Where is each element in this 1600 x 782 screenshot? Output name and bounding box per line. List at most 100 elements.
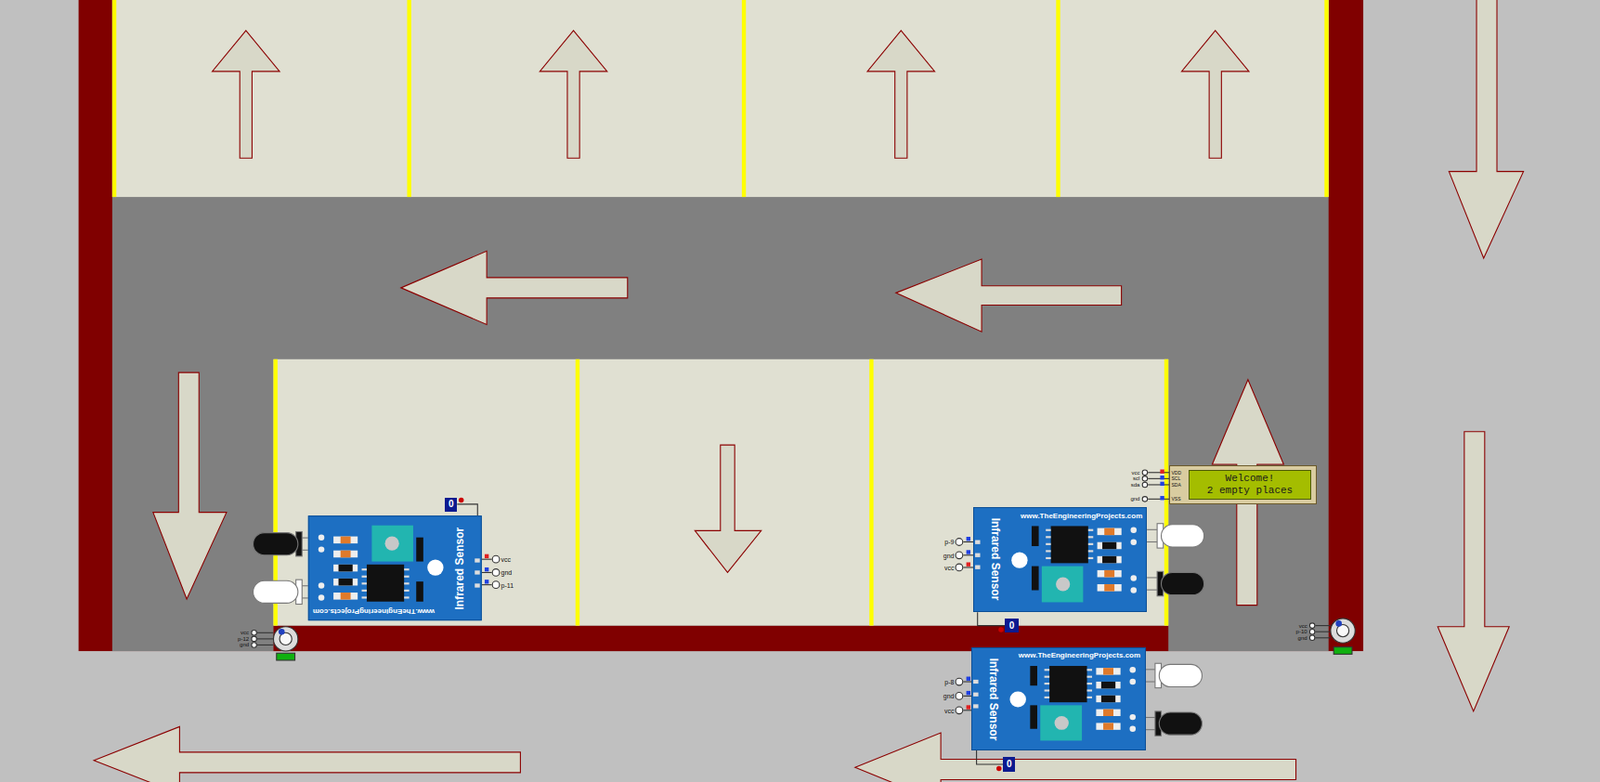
bay-line bbox=[1324, 0, 1328, 197]
pin-state bbox=[484, 567, 489, 572]
sensor-title: Infrared Sensor bbox=[989, 518, 1002, 601]
logic-probe-dot bbox=[996, 766, 1002, 771]
servo-motor bbox=[276, 652, 296, 661]
pin-label: gnd bbox=[943, 551, 955, 559]
ir-sensor-board: Infrared Sensor www.TheEngineeringProject… bbox=[308, 515, 482, 621]
pin-state bbox=[966, 536, 971, 541]
ir-sensor-board: Infrared Sensor www.TheEngineeringProject… bbox=[971, 647, 1146, 751]
direction-arrow bbox=[896, 259, 1122, 332]
pin-wire bbox=[1147, 471, 1170, 473]
pin-state bbox=[966, 561, 971, 566]
pin-wire bbox=[257, 637, 274, 639]
parking-ground bbox=[78, 0, 1364, 651]
direction-arrow bbox=[93, 726, 521, 782]
pin-state bbox=[1159, 495, 1164, 500]
bay-line bbox=[112, 0, 117, 197]
pin-state bbox=[966, 549, 971, 554]
pin-label: VDD bbox=[1170, 469, 1182, 475]
led bbox=[1158, 712, 1202, 735]
pin-label: gnd bbox=[1130, 495, 1140, 502]
pin-wire bbox=[1147, 483, 1170, 485]
pin-state bbox=[966, 690, 971, 695]
sensor-website: www.TheEngineeringProjects.com bbox=[312, 607, 435, 615]
servo-motor bbox=[273, 618, 1355, 661]
sensor-website: www.TheEngineeringProjects.com bbox=[1020, 512, 1143, 521]
pin-wire bbox=[251, 630, 257, 636]
pin-wire bbox=[492, 581, 500, 589]
pin-wire bbox=[251, 636, 257, 641]
pin-label: SDA bbox=[1170, 481, 1181, 487]
pin-label: vcc bbox=[1131, 469, 1140, 476]
led bbox=[1160, 524, 1204, 547]
pin-wire bbox=[481, 572, 493, 573]
sensor-website: www.TheEngineeringProjects.com bbox=[1018, 651, 1141, 660]
pin-state bbox=[484, 554, 489, 559]
pin-state bbox=[966, 704, 971, 709]
logic-probe-wire bbox=[456, 504, 1005, 765]
pin-label: VSS bbox=[1170, 496, 1181, 502]
bay-line bbox=[575, 359, 580, 626]
bay-line bbox=[741, 0, 746, 197]
parking-ground bbox=[78, 0, 1364, 651]
pin-label: scl bbox=[1132, 475, 1140, 482]
led bbox=[253, 580, 299, 603]
pin-wire bbox=[1309, 635, 1314, 640]
parking-illustration bbox=[78, 0, 1524, 782]
led bbox=[1160, 572, 1204, 595]
direction-arrow bbox=[1448, 0, 1523, 259]
led bbox=[253, 533, 299, 556]
pin-state bbox=[1159, 475, 1164, 480]
ir-sensor-board: Infrared Sensor www.TheEngineeringProject… bbox=[973, 507, 1147, 612]
bay-line bbox=[869, 359, 873, 626]
logic-probe-wire bbox=[976, 750, 1004, 765]
pin-label: vcc bbox=[944, 706, 955, 714]
pin-wire bbox=[1142, 481, 1147, 487]
parking-ground bbox=[273, 359, 1169, 626]
servo-motor bbox=[1330, 618, 1355, 643]
direction-arrow bbox=[539, 30, 608, 158]
parking-ground bbox=[112, 0, 1329, 197]
pin-label: gnd bbox=[501, 569, 513, 576]
pin-label: p-12 bbox=[237, 636, 249, 642]
pin-wire bbox=[481, 584, 493, 586]
pin-label: vcc bbox=[944, 563, 955, 571]
pin-state bbox=[966, 676, 971, 681]
direction-arrow bbox=[212, 30, 281, 158]
pin-wire bbox=[1314, 637, 1330, 638]
parking-ground bbox=[112, 0, 1329, 651]
pin-label: gnd bbox=[239, 641, 249, 648]
servo-motor bbox=[1333, 647, 1353, 655]
sensor-title: Infrared Sensor bbox=[988, 657, 1000, 741]
sensor-title: Infrared Sensor bbox=[454, 527, 466, 611]
servo-motor bbox=[1335, 620, 1342, 627]
pin-wire bbox=[955, 692, 963, 701]
pin-label: gnd bbox=[1298, 635, 1308, 641]
pin-state bbox=[1159, 481, 1164, 486]
pin-wire bbox=[1314, 624, 1330, 626]
pin-wire bbox=[251, 469, 1331, 715]
direction-arrow bbox=[1181, 30, 1249, 158]
servo-motor bbox=[273, 626, 298, 651]
pin-wire bbox=[1309, 628, 1314, 634]
pin-state bbox=[484, 579, 489, 584]
pin-wire bbox=[962, 554, 974, 556]
logic-probe-wire bbox=[456, 504, 478, 516]
direction-arrow bbox=[1437, 431, 1509, 712]
lcd-display: Welcome!2 empty places bbox=[1169, 465, 1316, 505]
direction-arrow bbox=[93, 0, 1523, 782]
pin-wire bbox=[257, 644, 274, 646]
direction-arrow bbox=[867, 30, 936, 158]
bay-line bbox=[112, 0, 1329, 626]
pin-wire bbox=[492, 555, 500, 563]
direction-arrow bbox=[694, 444, 761, 573]
pin-wire bbox=[1147, 478, 1170, 480]
pin-label: vcc bbox=[1299, 623, 1308, 629]
pin-wire bbox=[962, 695, 972, 697]
direction-arrow bbox=[153, 372, 227, 599]
pin-wire bbox=[257, 632, 274, 634]
pin-label: SCL bbox=[1170, 476, 1181, 482]
logic-probe-dot bbox=[998, 626, 1003, 632]
pin-label: p-11 bbox=[501, 581, 515, 588]
pin-label: vcc bbox=[240, 629, 249, 636]
